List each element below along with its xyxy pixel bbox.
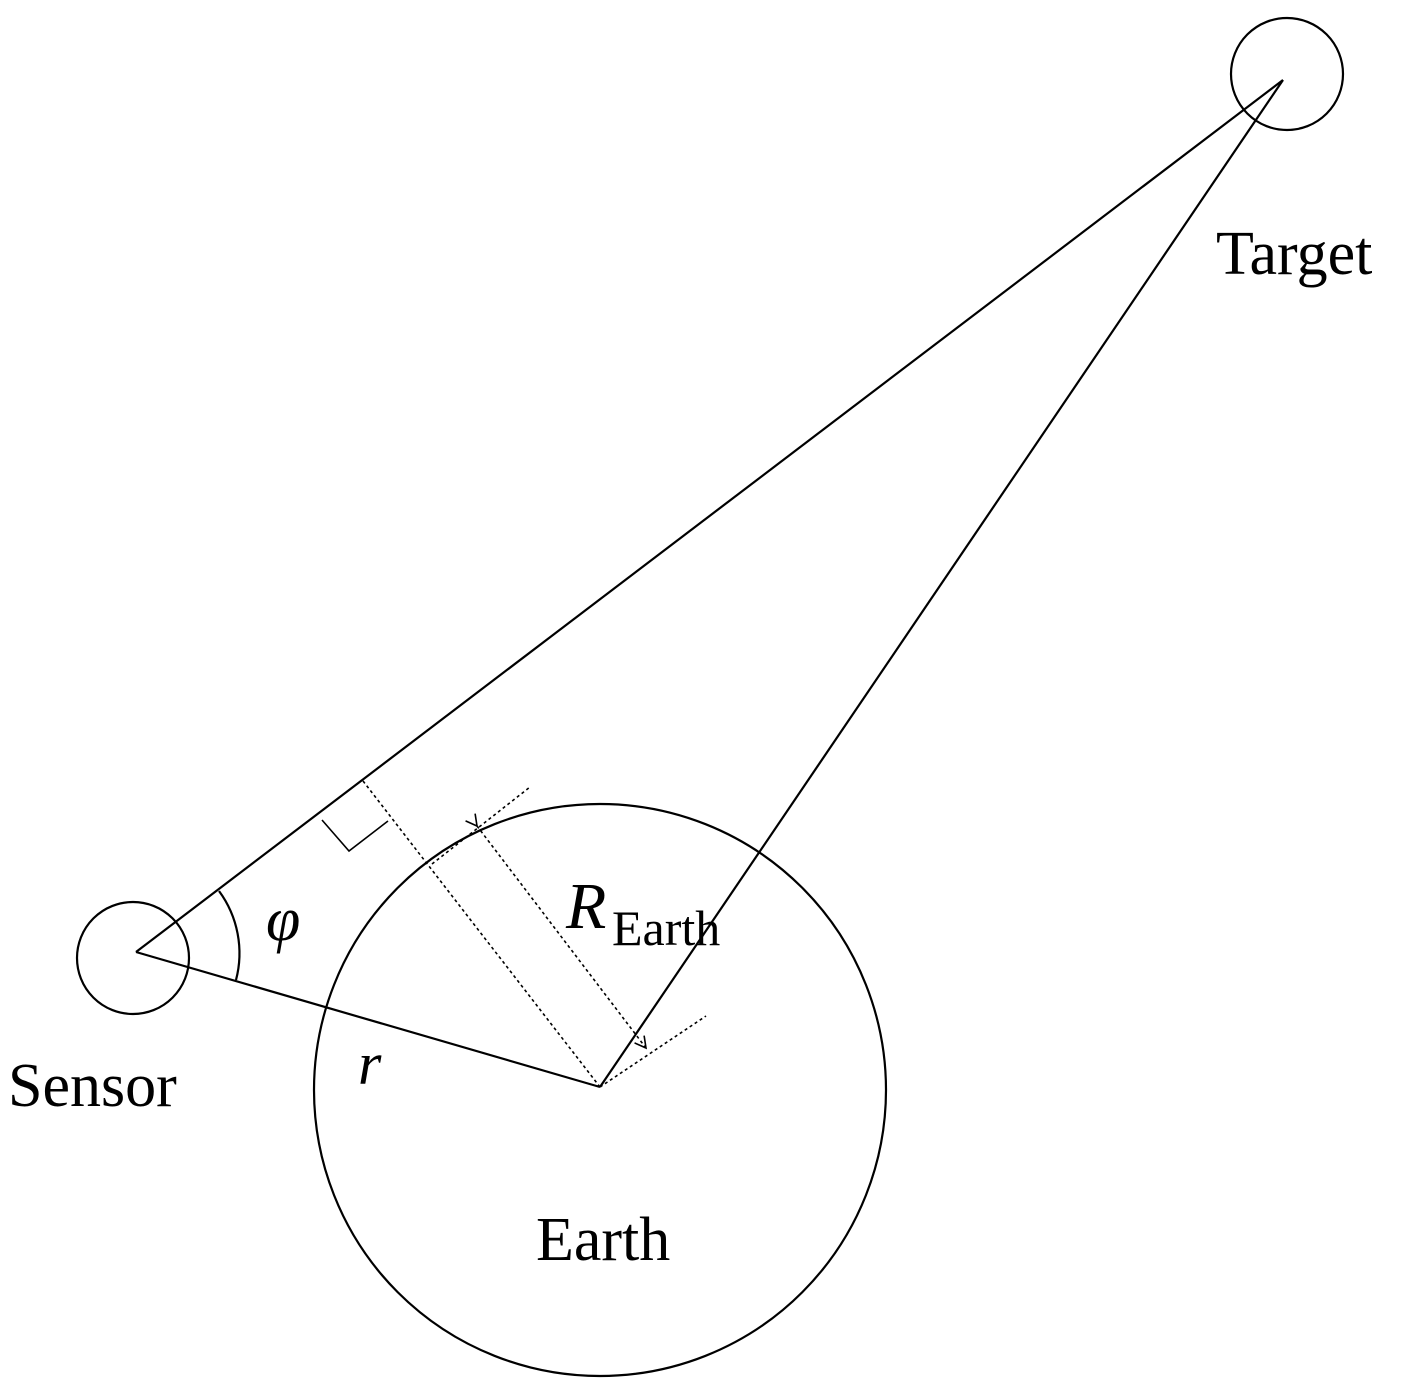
r-label: r bbox=[358, 1031, 382, 1097]
angle-phi-arc bbox=[218, 890, 241, 981]
perpendicular-dotted-line bbox=[362, 780, 601, 1088]
sensor-label: Sensor bbox=[8, 1052, 177, 1120]
radius-dimension-line bbox=[465, 813, 648, 1050]
earth-center-target-line bbox=[599, 79, 1284, 1088]
sensor-earth-center-line bbox=[135, 950, 601, 1089]
sensor-circle bbox=[75, 900, 191, 1016]
radius-extension-top bbox=[431, 786, 531, 865]
sensor-target-line bbox=[135, 79, 1284, 953]
earth-label: Earth bbox=[536, 1206, 670, 1274]
radius-extension-bottom bbox=[599, 1015, 707, 1088]
right-angle-marker bbox=[321, 819, 389, 853]
radius-subscript: Earth bbox=[612, 900, 720, 956]
target-circle bbox=[1229, 16, 1345, 132]
radius-label: R Earth bbox=[565, 870, 720, 956]
target-label: Target bbox=[1216, 220, 1372, 288]
radius-symbol: R bbox=[565, 870, 606, 943]
phi-label: φ bbox=[266, 886, 300, 954]
earth-circle bbox=[312, 802, 888, 1378]
